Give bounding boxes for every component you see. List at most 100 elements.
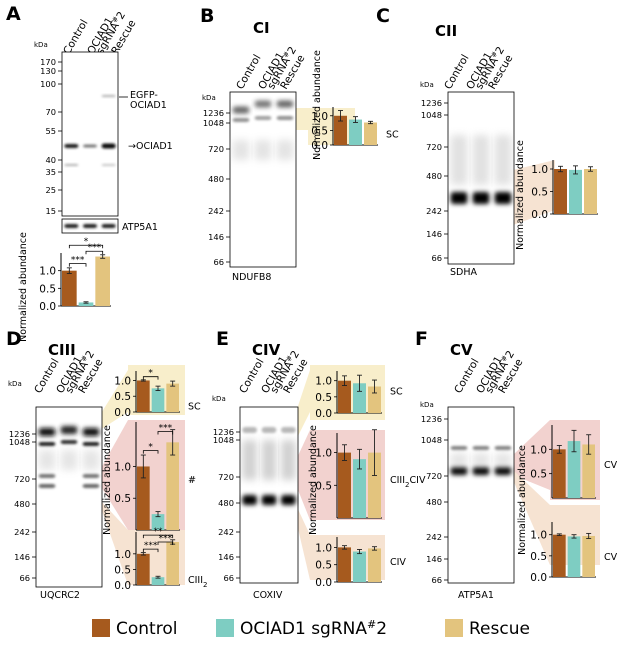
band bbox=[38, 450, 56, 470]
highlight-wedge bbox=[100, 370, 128, 430]
bar bbox=[553, 449, 566, 498]
band bbox=[82, 450, 100, 470]
panel-label: E bbox=[216, 328, 229, 350]
bar bbox=[137, 553, 150, 585]
band bbox=[101, 95, 116, 97]
mw-marker-label: 15 bbox=[45, 206, 56, 216]
mw-marker-label: 70 bbox=[45, 107, 56, 117]
band bbox=[494, 192, 512, 204]
kda-label: kDa bbox=[420, 81, 434, 89]
y-tick-label: 0.5 bbox=[114, 493, 131, 505]
band bbox=[60, 450, 78, 470]
y-axis-label: Normalized abundance bbox=[517, 445, 528, 555]
annotation-ociad1: →OCIAD1 bbox=[128, 141, 173, 152]
band bbox=[60, 426, 78, 434]
subscript-2: 2 bbox=[405, 481, 409, 489]
blot-cii bbox=[447, 91, 515, 265]
antibody-label: UQCRC2 bbox=[40, 590, 80, 601]
highlight-wedge bbox=[295, 108, 308, 130]
complex-title: CIII bbox=[48, 341, 76, 359]
band bbox=[450, 192, 468, 204]
blot-ociad1 bbox=[61, 51, 119, 217]
blot-civ bbox=[239, 406, 299, 584]
band bbox=[280, 495, 296, 505]
bar bbox=[334, 115, 347, 145]
mw-marker-label: 720 bbox=[208, 144, 224, 154]
bar bbox=[78, 302, 94, 306]
superscript-hash: # bbox=[490, 50, 500, 59]
bar bbox=[353, 551, 366, 582]
band bbox=[276, 140, 294, 160]
mw-marker-label: 40 bbox=[45, 155, 56, 165]
band bbox=[82, 144, 98, 148]
mw-marker-label: 146 bbox=[208, 232, 224, 242]
highlight-wedge bbox=[513, 470, 550, 565]
blot-frame bbox=[447, 406, 515, 584]
significance-label: *** bbox=[159, 534, 173, 544]
blot-frame bbox=[35, 406, 103, 588]
blot-ci bbox=[229, 91, 297, 268]
band bbox=[472, 453, 490, 467]
mw-marker-label: 1048 bbox=[213, 435, 234, 445]
panel-label: F bbox=[415, 328, 428, 350]
band bbox=[232, 118, 250, 122]
band bbox=[101, 224, 116, 228]
bar bbox=[349, 119, 362, 145]
band bbox=[276, 100, 294, 108]
blot-frame bbox=[61, 51, 119, 217]
complex-label: CIII2CIV bbox=[390, 475, 426, 489]
kda-label: kDa bbox=[8, 380, 22, 388]
superscript-hash: # bbox=[285, 354, 295, 363]
y-tick-label: 0.5 bbox=[530, 469, 547, 481]
antibody-label: SDHA bbox=[450, 267, 477, 278]
complex-title: CII bbox=[435, 22, 457, 40]
bar bbox=[567, 536, 581, 577]
band bbox=[64, 164, 79, 166]
band bbox=[101, 143, 116, 149]
bar bbox=[368, 548, 381, 582]
complex-label: SC bbox=[386, 129, 399, 140]
kda-label: kDa bbox=[420, 401, 434, 409]
complex-title: CIV bbox=[252, 341, 281, 359]
y-tick-label: 0.0 bbox=[311, 140, 328, 152]
superscript-hash: # bbox=[282, 50, 292, 59]
significance-bracket bbox=[142, 534, 174, 539]
mw-marker-label: 242 bbox=[218, 527, 234, 537]
legend-label: Rescue bbox=[469, 619, 530, 639]
band bbox=[450, 135, 468, 185]
bar bbox=[553, 534, 566, 577]
y-axis-label: Normalized abundance bbox=[515, 140, 526, 250]
significance-bracket bbox=[157, 431, 174, 435]
complex-label: CV bbox=[604, 552, 617, 563]
band bbox=[280, 440, 296, 480]
bar-chart-D: 0.51.0****# bbox=[114, 422, 196, 531]
legend-swatch bbox=[216, 619, 234, 637]
complex-label: SC bbox=[390, 386, 403, 397]
significance-bracket bbox=[142, 450, 159, 454]
highlight-wedge bbox=[296, 430, 310, 520]
y-tick-label: 0.0 bbox=[530, 572, 547, 584]
y-tick-label: 1.0 bbox=[315, 448, 332, 460]
bar bbox=[364, 122, 377, 145]
bar bbox=[353, 383, 366, 413]
mw-marker-label: 1236 bbox=[213, 427, 234, 437]
bar bbox=[582, 535, 595, 577]
y-tick-label: 0.5 bbox=[315, 392, 332, 404]
legend-label: OCIAD1 sgRNA#2 bbox=[240, 618, 387, 640]
band bbox=[472, 192, 490, 204]
mw-marker-label: 1048 bbox=[421, 110, 442, 120]
y-tick-label: 0.0 bbox=[114, 407, 131, 419]
y-tick-label: 0.5 bbox=[114, 564, 131, 576]
mw-marker-label: 720 bbox=[14, 474, 30, 484]
band bbox=[494, 135, 512, 185]
mw-marker-label: 146 bbox=[426, 229, 442, 239]
mw-marker-label: 1048 bbox=[203, 118, 224, 128]
y-tick-label: 1.0 bbox=[114, 375, 131, 387]
bar bbox=[338, 547, 351, 582]
mw-marker-label: 480 bbox=[426, 171, 442, 181]
mw-marker-label: 130 bbox=[40, 66, 56, 76]
bar bbox=[151, 388, 165, 412]
mw-marker-label: 1236 bbox=[421, 414, 442, 424]
